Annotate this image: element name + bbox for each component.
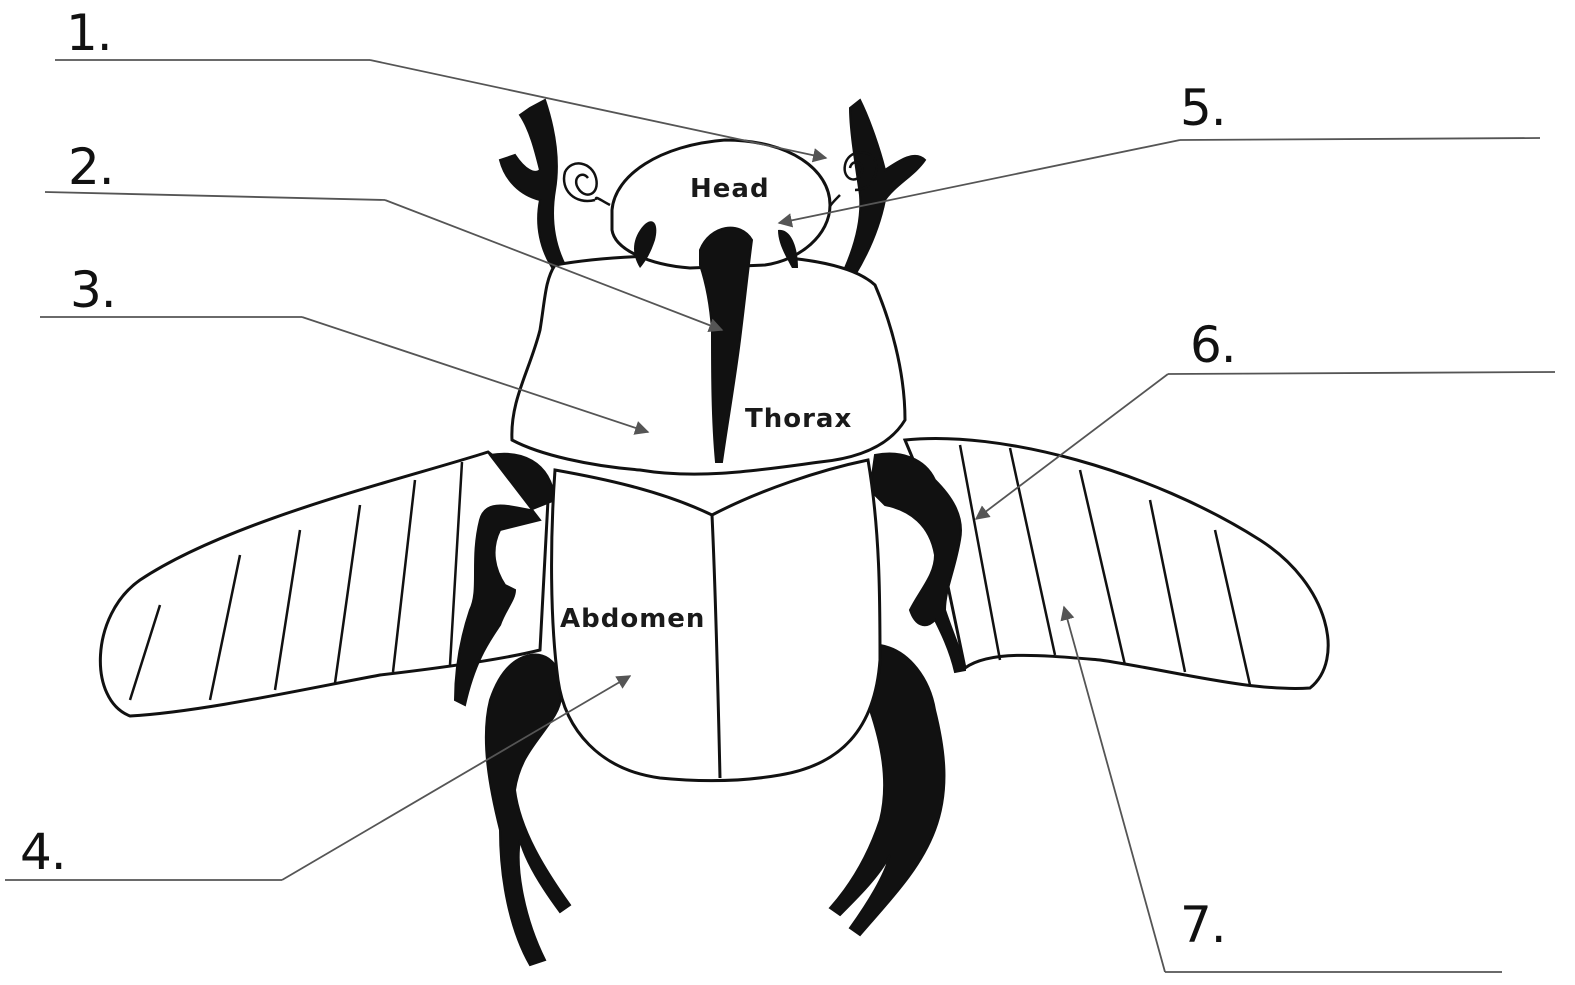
- label-number-5: 5.: [1180, 83, 1226, 133]
- label-number-1: 1.: [66, 8, 112, 58]
- label-number-6: 6.: [1190, 320, 1236, 370]
- label-abdomen: Abdomen: [560, 604, 705, 634]
- label-number-3: 3.: [70, 265, 116, 315]
- label-head: Head: [690, 174, 770, 204]
- label-number-4: 4.: [20, 827, 66, 877]
- label-thorax: Thorax: [745, 404, 852, 434]
- label-number-7: 7.: [1180, 900, 1226, 950]
- label-number-2: 2.: [68, 142, 114, 192]
- right-wing: [905, 438, 1328, 688]
